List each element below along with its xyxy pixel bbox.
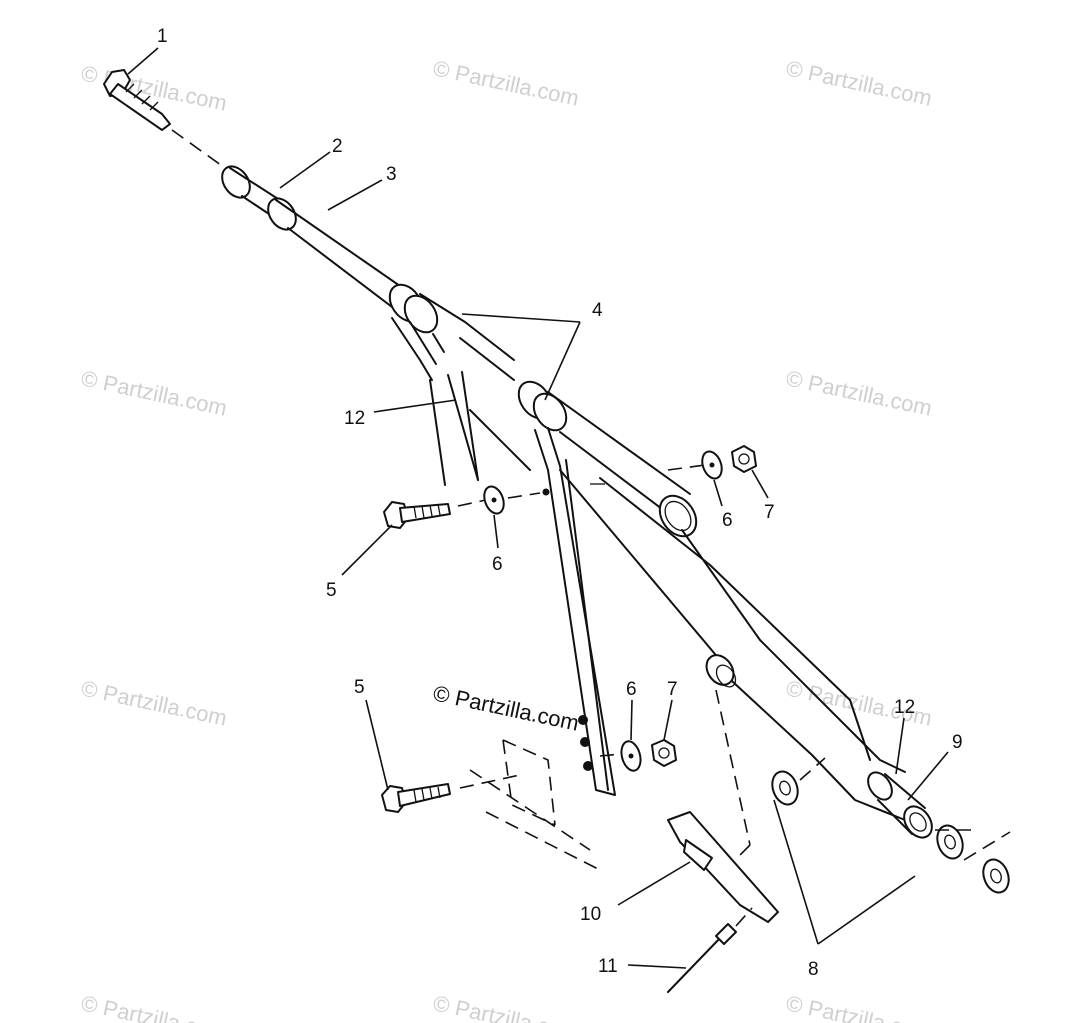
watermark: © Partzilla.com	[79, 365, 229, 420]
callout-6-right: 6	[722, 510, 733, 531]
bolts-part-5	[381, 501, 521, 813]
callout-9: 9	[952, 732, 963, 753]
watermark: © Partzilla.com	[784, 990, 934, 1023]
callout-10: 10	[580, 904, 601, 925]
watermark: © Partzilla.com	[431, 55, 581, 110]
callout-8: 8	[808, 959, 819, 980]
callout-3: 3	[386, 164, 397, 185]
washers-and-nuts	[457, 445, 757, 772]
backing-plate-outline	[469, 739, 601, 871]
callout-5-lower: 5	[354, 677, 365, 698]
callout-6-left: 6	[492, 554, 503, 575]
callout-5-upper: 5	[326, 580, 337, 601]
watermark: © Partzilla.com	[79, 675, 229, 730]
sleeve-parts-2-3	[221, 165, 401, 311]
callout-2: 2	[332, 136, 343, 157]
callout-4: 4	[592, 300, 603, 321]
callout-7-right: 7	[764, 502, 775, 523]
crossbar-frame	[388, 283, 933, 839]
bracket-part-10	[667, 689, 779, 923]
callout-12-upper: 12	[344, 408, 365, 429]
watermark-center: © Partzilla.com	[431, 680, 581, 735]
watermark: © Partzilla.com	[784, 55, 934, 110]
washers-part-8	[771, 757, 1011, 894]
callout-1: 1	[157, 26, 168, 47]
pin-part-11	[667, 907, 753, 993]
callout-6-lower: 6	[626, 679, 637, 700]
watermark: © Partzilla.com	[784, 365, 934, 420]
leader-lines	[127, 47, 949, 969]
callout-7-lower: 7	[667, 679, 678, 700]
watermark: © Partzilla.com	[431, 990, 581, 1023]
bolt-part-1	[103, 69, 226, 169]
callout-12-lower: 12	[894, 697, 915, 718]
callout-11: 11	[598, 956, 618, 977]
watermarks: © Partzilla.com © Partzilla.com © Partzi…	[79, 55, 934, 1023]
watermark: © Partzilla.com	[79, 990, 229, 1023]
callouts: 1 2 3 4 12 5 6 6 7 5 6 7 12 9 10 11 8	[157, 26, 963, 980]
